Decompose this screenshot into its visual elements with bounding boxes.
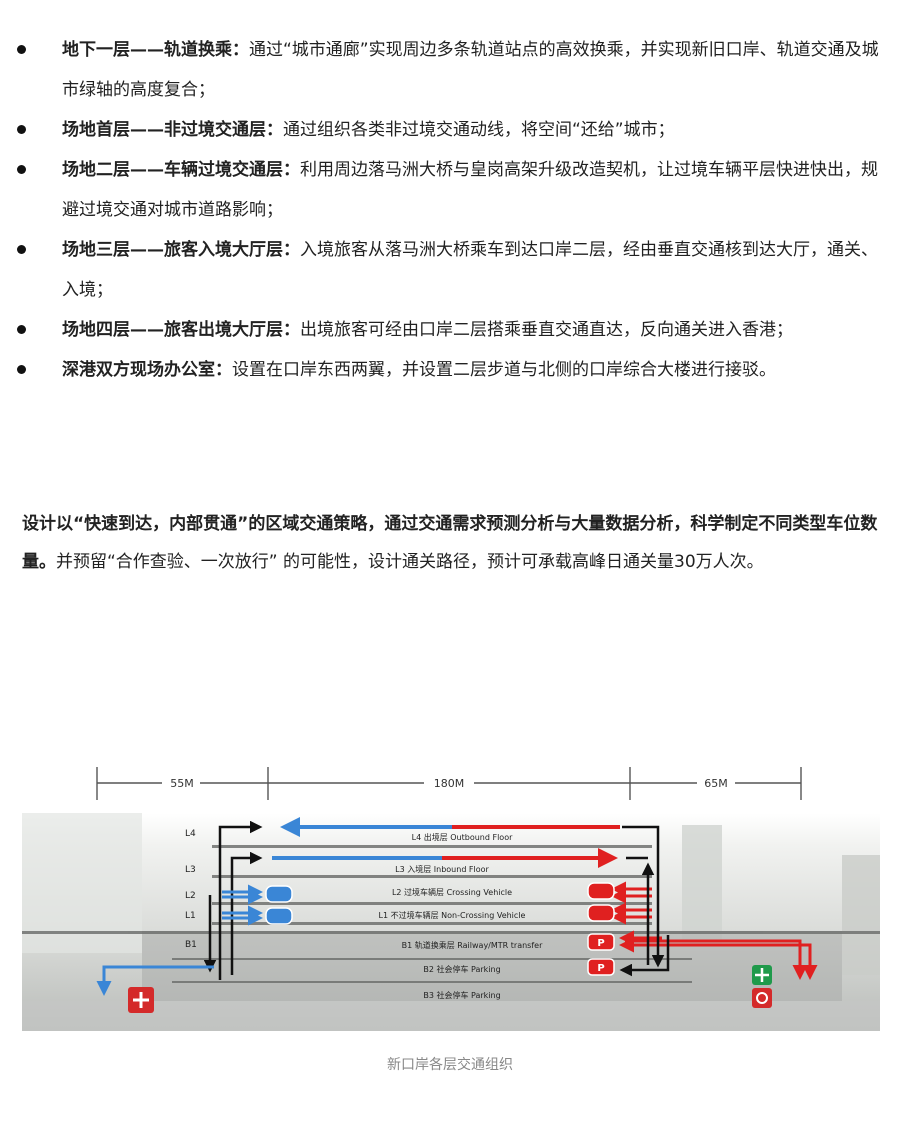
figure-caption: 新口岸各层交通组织 bbox=[387, 1057, 513, 1073]
left-vehicle-icons bbox=[265, 885, 293, 925]
bullet-text: 入境旅客从落马洲大桥乘车到达口岸二层，经由垂直交通核到达大厅，通关、入境； bbox=[62, 240, 878, 300]
strategy-text: 并预留“合作查验、一次放行” 的可能性，设计通关路径，预计可承载高峰日通关量30… bbox=[56, 552, 764, 572]
dimension-line bbox=[96, 767, 802, 800]
band-label-l3: L3 入境层 Inbound Floor bbox=[395, 864, 489, 874]
right-vehicle-flows bbox=[611, 881, 818, 980]
bullet-text: 出境旅客可经由口岸二层搭乘垂直交通直达，反向通关进入香港； bbox=[300, 320, 793, 340]
band-label-l4: L4 出境层 Outbound Floor bbox=[412, 832, 513, 842]
band-label-b1: B1 轨道换乘层 Railway/MTR transfer bbox=[402, 940, 543, 950]
left-vehicle-flows bbox=[96, 884, 263, 996]
floor-slabs bbox=[22, 845, 880, 983]
bullet-text: 通过组织各类非过境交通动线，将空间“还给”城市； bbox=[283, 120, 675, 140]
bullet-item-ground: 场地首层——非过境交通层：通过组织各类非过境交通动线，将空间“还给”城市； bbox=[0, 110, 900, 150]
level-code-l2: L2 bbox=[185, 891, 196, 901]
rail-icon-right bbox=[752, 988, 772, 1008]
bullet-title: 地下一层——轨道换乘： bbox=[62, 40, 249, 60]
dimension-right: 65M bbox=[704, 777, 728, 790]
level-code-l1: L1 bbox=[185, 911, 196, 921]
bullet-text: 利用周边落马洲大桥与皇岗高架升级改造契机，让过境车辆平层快进快出，规避过境交通对… bbox=[62, 160, 878, 220]
bullet-text: 设置在口岸东西两翼，并设置二层步道与北侧的口岸综合大楼进行接驳。 bbox=[232, 360, 776, 380]
left-vertical-circulation bbox=[203, 820, 263, 980]
bullet-dot bbox=[17, 45, 26, 54]
strategy-paragraph: 设计以“快速到达，内部贯通”的区域交通策略，通过交通需求预测分析与大量数据分析，… bbox=[22, 505, 882, 581]
bullet-title: 场地首层——非过境交通层： bbox=[62, 120, 283, 140]
bullet-item-office: 深港双方现场办公室：设置在口岸东西两翼，并设置二层步道与北侧的口岸综合大楼进行接… bbox=[0, 350, 900, 390]
right-vertical-circulation bbox=[619, 825, 670, 977]
section-svg: 55M 180M 65M L4 L3 L2 L1 B1 L4 出境层 Outbo… bbox=[22, 767, 880, 1031]
level-code-l4: L4 bbox=[185, 829, 196, 839]
bullet-dot bbox=[17, 325, 26, 334]
parking-symbol: P bbox=[597, 963, 604, 974]
level-code-b1: B1 bbox=[185, 940, 197, 950]
bullet-dot bbox=[17, 165, 26, 174]
mtr-icon-right bbox=[752, 965, 772, 985]
bullet-title: 深港双方现场办公室： bbox=[62, 360, 232, 380]
right-vehicle-icons bbox=[587, 882, 615, 922]
dimension-middle: 180M bbox=[434, 777, 465, 790]
bullet-dot bbox=[17, 125, 26, 134]
traffic-section-diagram: 55M 180M 65M L4 L3 L2 L1 B1 L4 出境层 Outbo… bbox=[22, 755, 880, 1045]
bullet-item-l2: 场地二层——车辆过境交通层：利用周边落马洲大桥与皇岗高架升级改造契机，让过境车辆… bbox=[0, 150, 900, 230]
band-label-l2: L2 过境车辆层 Crossing Vehicle bbox=[392, 887, 512, 897]
parking-icon-b2: P bbox=[587, 958, 615, 976]
bullet-title: 场地二层——车辆过境交通层： bbox=[62, 160, 300, 180]
level-code-l3: L3 bbox=[185, 865, 196, 875]
strategy-bold-text: 设计以“快速到达，内部贯通”的区域交通策略，通过交通需求预测分析与大量数据分析，… bbox=[22, 514, 878, 572]
bullet-text: 通过“城市通廊”实现周边多条轨道站点的高效换乘，并实现新旧口岸、轨道交通及城市绿… bbox=[62, 40, 879, 100]
mtr-icon-left bbox=[128, 987, 154, 1013]
bullet-item-l4: 场地四层——旅客出境大厅层：出境旅客可经由口岸二层搭乘垂直交通直达，反向通关进入… bbox=[0, 310, 900, 350]
parking-icon-b1: P bbox=[587, 933, 615, 951]
bullet-title: 场地三层——旅客入境大厅层： bbox=[62, 240, 300, 260]
bullet-title: 场地四层——旅客出境大厅层： bbox=[62, 320, 300, 340]
band-label-l1: L1 不过境车辆层 Non-Crossing Vehicle bbox=[379, 910, 526, 920]
band-label-b3: B3 社会停车 Parking bbox=[423, 990, 500, 1000]
bullet-list: 地下一层——轨道换乘：通过“城市通廊”实现周边多条轨道站点的高效换乘，并实现新旧… bbox=[0, 30, 900, 390]
bullet-dot bbox=[17, 365, 26, 374]
bullet-dot bbox=[17, 245, 26, 254]
band-label-b2: B2 社会停车 Parking bbox=[423, 964, 500, 974]
bullet-item-b1: 地下一层——轨道换乘：通过“城市通廊”实现周边多条轨道站点的高效换乘，并实现新旧… bbox=[0, 30, 900, 110]
bullet-item-l3: 场地三层——旅客入境大厅层：入境旅客从落马洲大桥乘车到达口岸二层，经由垂直交通核… bbox=[0, 230, 900, 310]
parking-symbol: P bbox=[597, 938, 604, 949]
dimension-left: 55M bbox=[170, 777, 194, 790]
